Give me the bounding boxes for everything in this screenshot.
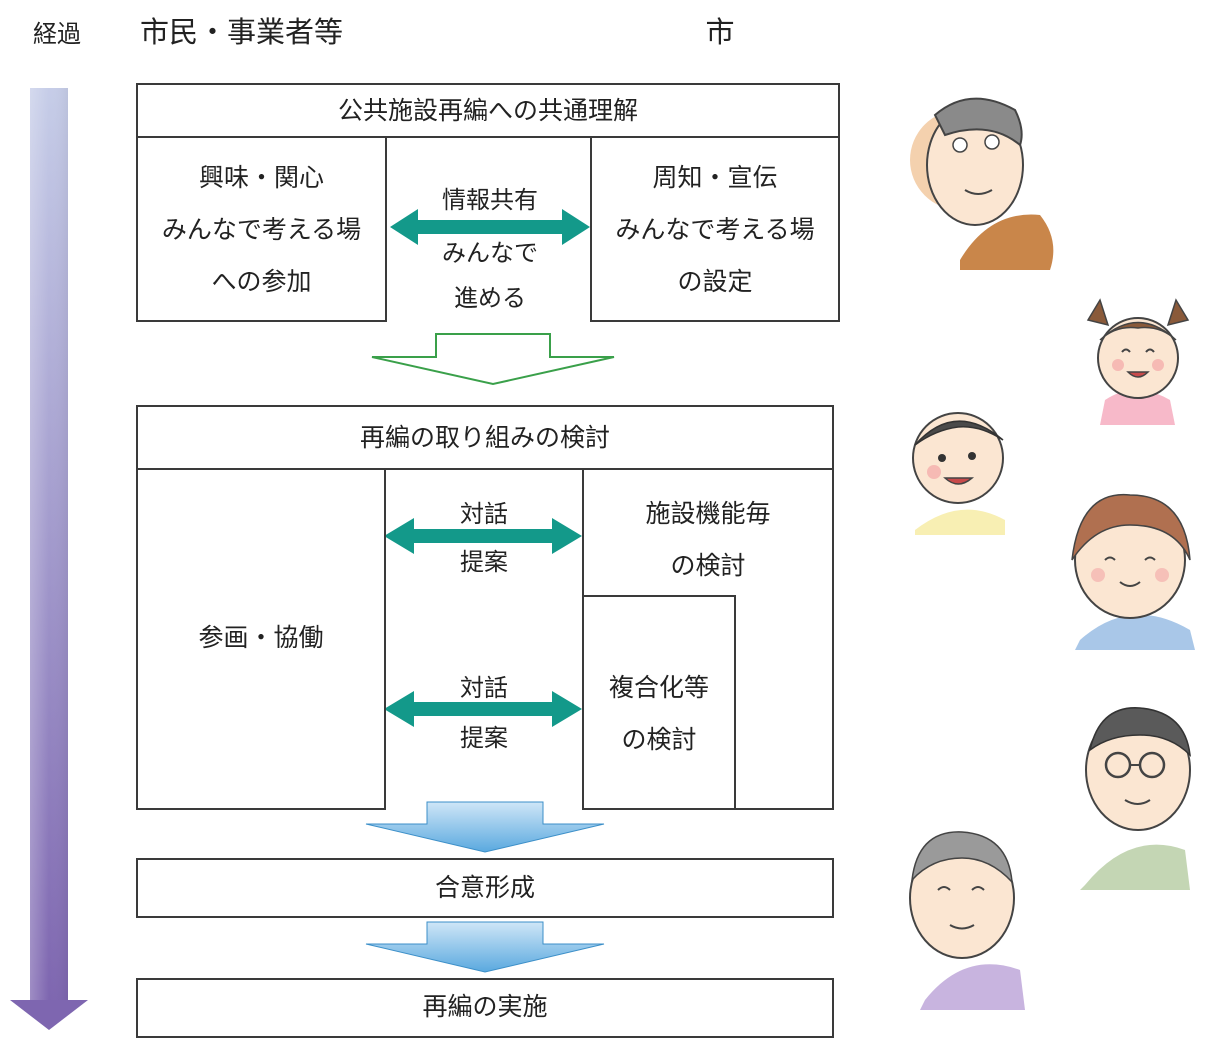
stage1-city-line-2: みんなで考える場 [615, 215, 815, 244]
stage2-complex-text: 複合化等 の検討 [582, 662, 736, 766]
stage1-city-line-3: の設定 [677, 267, 753, 296]
stage3-box [136, 858, 834, 918]
flow-arrow-3 [365, 921, 605, 973]
stage1-exchange-bottom: 進める [454, 284, 526, 312]
girl-pigtails-illustration [1086, 298, 1190, 425]
city-header: 市 [705, 15, 735, 49]
timeline-label: 経過 [33, 20, 81, 48]
stage2-dialogue-1-top: 対話 [460, 500, 508, 528]
stage1-title: 公共施設再編への共通理解 [337, 96, 638, 125]
girl-illustration [1071, 493, 1195, 650]
man-glasses-illustration [1080, 707, 1191, 890]
exchange-arrow-dialogue-1 [384, 518, 582, 554]
stage1-title-box [136, 83, 840, 138]
stage2-title: 再編の取り組みの検討 [359, 423, 610, 452]
stage2-complex-line-2: の検討 [621, 725, 697, 754]
stage2-dialogue-2-bottom: 提案 [460, 724, 508, 752]
stage1-exchange-top: 情報共有 [442, 186, 538, 214]
stage2-participation: 参画・協働 [198, 623, 324, 652]
stage2-title-box [136, 405, 834, 470]
stage1-citizens-line-1: 興味・関心 [198, 163, 324, 192]
flow-arrow-1 [371, 333, 615, 386]
stage1-exchange-mid: みんなで [442, 239, 538, 267]
stage2-facility-line-1: 施設機能毎 [645, 499, 771, 528]
stage2-complex-box [582, 595, 736, 810]
stage4-title: 再編の実施 [422, 992, 548, 1021]
timeline-arrow [10, 88, 88, 1030]
stage2-citizens-box [136, 468, 386, 810]
stage1-citizens-line-2: みんなで考える場 [161, 215, 362, 244]
stage2-complex-line-1: 複合化等 [608, 673, 709, 702]
exchange-arrow-dialogue-2 [384, 691, 582, 727]
stage3-title: 合意形成 [434, 873, 535, 902]
stage1-city-box [590, 136, 840, 322]
stage2-facility-line-2: の検討 [670, 551, 746, 580]
exchange-arrow-info-sharing [390, 209, 590, 245]
stage2-facility-text: 施設機能毎 の検討 [582, 488, 834, 592]
stage1-city-line-1: 周知・宣伝 [652, 163, 778, 192]
stage1-citizens-box [136, 136, 387, 322]
stage1-citizens-line-3: への参加 [211, 267, 312, 296]
elderly-woman-illustration [909, 831, 1025, 1010]
stage1-citizens-text: 興味・関心 みんなで考える場 への参加 [136, 152, 387, 308]
flow-arrow-2 [365, 801, 605, 853]
stage2-dialogue-2-top: 対話 [460, 674, 508, 702]
stage2-dialogue-1-bottom: 提案 [460, 548, 508, 576]
elderly-man-illustration [910, 97, 1054, 270]
citizens-header: 市民・事業者等 [140, 15, 344, 49]
stage1-city-text: 周知・宣伝 みんなで考える場 の設定 [590, 152, 840, 308]
boy-illustration [912, 412, 1005, 535]
